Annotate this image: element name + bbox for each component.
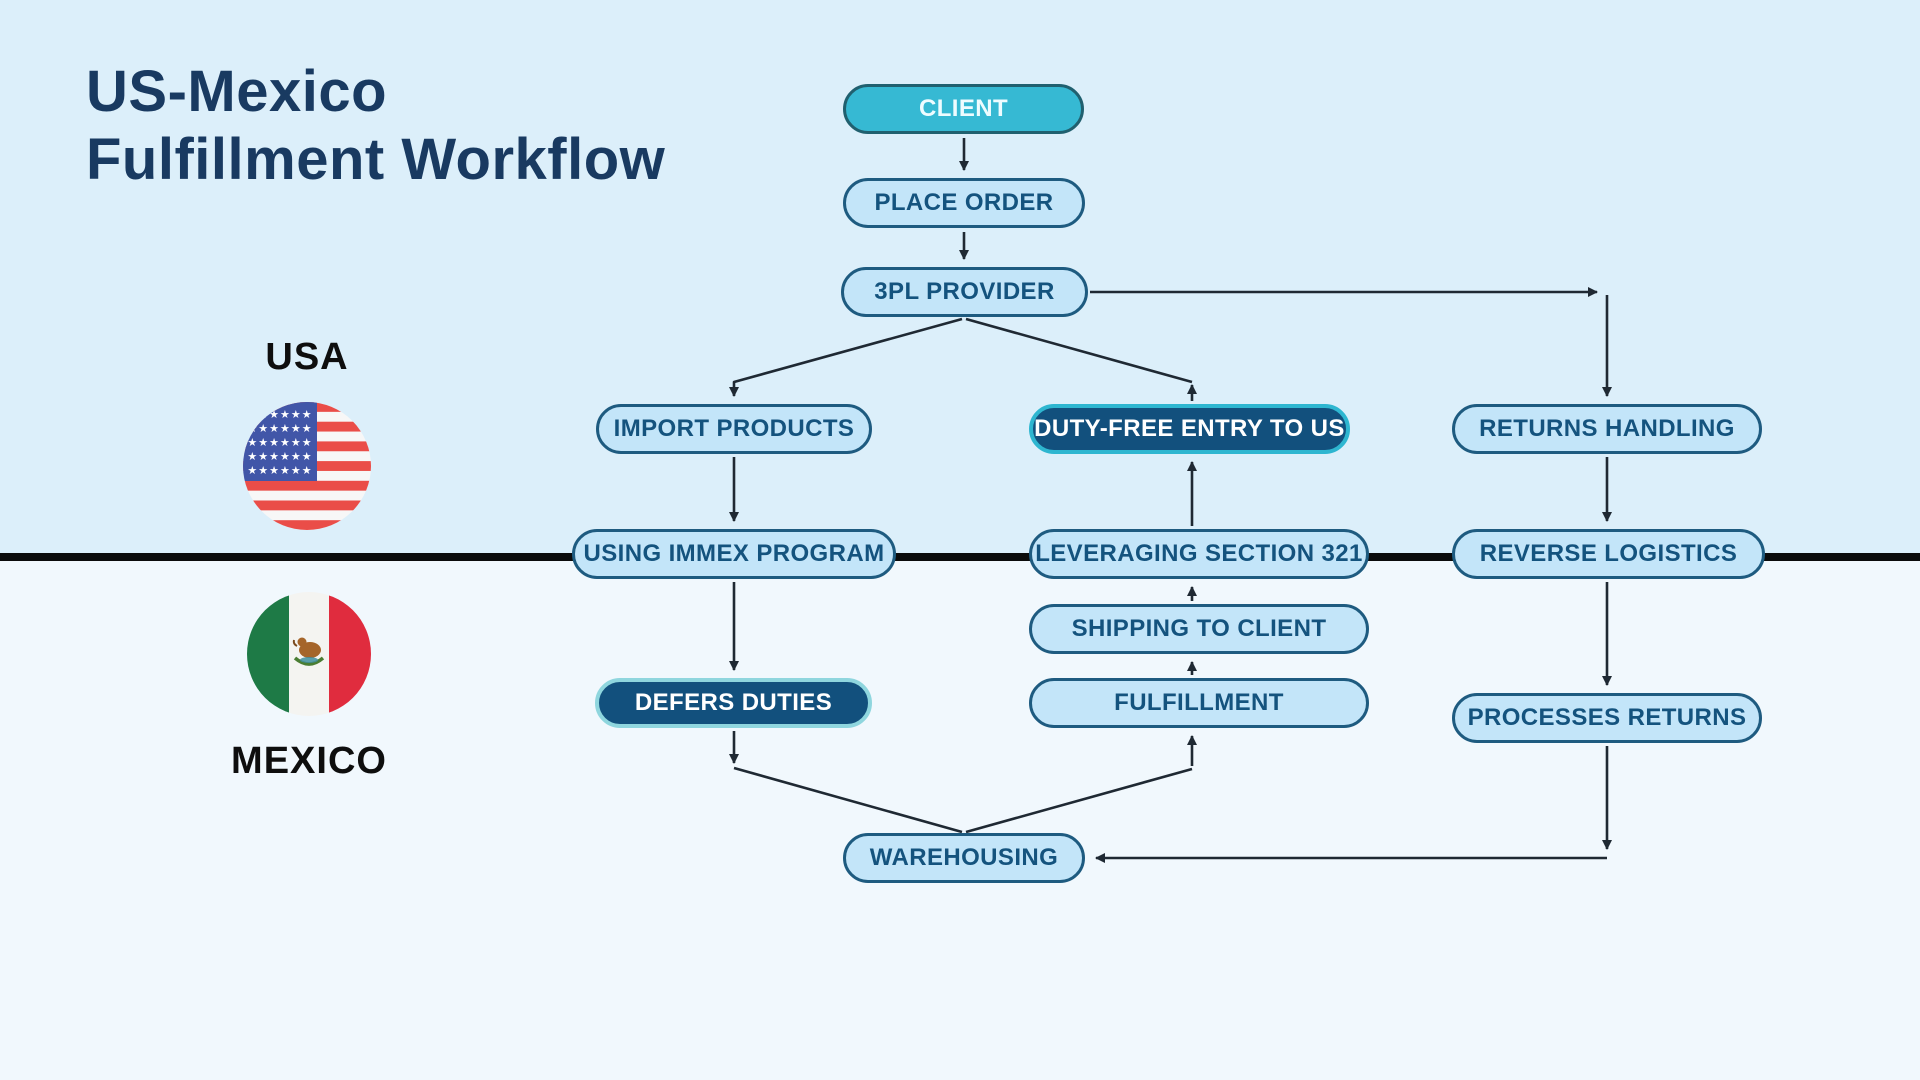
svg-text:★★★★★★: ★★★★★★ — [247, 450, 312, 463]
node-place-order: PLACE ORDER — [843, 178, 1085, 228]
mexico-eagle-emblem — [292, 637, 325, 666]
node-duty-free-entry: DUTY-FREE ENTRY TO US — [1029, 404, 1350, 454]
node-defers-duties: DEFERS DUTIES — [595, 678, 872, 728]
node-reverse-logistics: REVERSE LOGISTICS — [1452, 529, 1765, 579]
node-warehousing: WAREHOUSING — [843, 833, 1085, 883]
page-title: US-Mexico Fulfillment Workflow — [86, 58, 665, 194]
edge-warehousing-to-corner — [965, 767, 1193, 834]
mexico-flag-icon — [247, 592, 371, 716]
node-client: CLIENT — [843, 84, 1084, 134]
page-title-line2: Fulfillment Workflow — [86, 126, 666, 192]
us-mexico-border-line — [0, 553, 1920, 561]
edge-corner-to-warehousing — [733, 766, 963, 834]
svg-text:★★★★★★: ★★★★★★ — [247, 464, 312, 477]
usa-flag-icon: ★★★★★★ ★★★★★★ ★★★★★★ ★★★★★★ ★★★★★★ — [243, 402, 371, 530]
edge-duty-free-to-3pl-diagonal — [965, 317, 1193, 384]
node-3pl-provider: 3PL PROVIDER — [841, 267, 1088, 317]
mexico-label: MEXICO — [231, 740, 387, 782]
page-title-line1: US-Mexico — [86, 59, 388, 124]
svg-text:★★★★★★: ★★★★★★ — [247, 436, 312, 449]
node-fulfillment: FULFILLMENT — [1029, 678, 1369, 728]
svg-text:★★★★★★: ★★★★★★ — [247, 408, 312, 421]
svg-text:★★★★★★: ★★★★★★ — [247, 422, 312, 435]
node-returns-handling: RETURNS HANDLING — [1452, 404, 1762, 454]
node-leveraging-321: LEVERAGING SECTION 321 — [1029, 529, 1369, 579]
node-processes-returns: PROCESSES RETURNS — [1452, 693, 1762, 743]
node-shipping-to-client: SHIPPING TO CLIENT — [1029, 604, 1369, 654]
edge-3pl-to-import-products — [729, 317, 963, 397]
node-using-immex: USING IMMEX PROGRAM — [572, 529, 896, 579]
usa-label: USA — [265, 336, 349, 378]
node-import-products: IMPORT PRODUCTS — [596, 404, 872, 454]
